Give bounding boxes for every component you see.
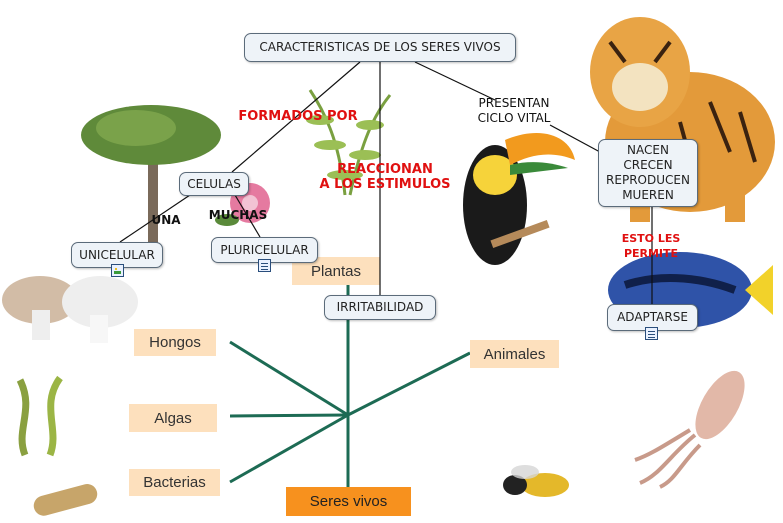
algae-illustration — [16, 375, 63, 457]
document-resource-icon[interactable] — [645, 327, 658, 340]
chip-hongos: Hongos — [134, 329, 216, 356]
pluricelular-node[interactable]: PLURICELULAR — [211, 237, 318, 263]
link-label-muchas: MUCHAS — [208, 208, 268, 222]
link-label-presentan: PRESENTAN CICLO VITAL — [477, 96, 551, 125]
link-label-una: UNA — [151, 213, 181, 227]
wasp-illustration — [503, 465, 569, 497]
ciclo-vital-node[interactable]: NACEN CRECEN REPRODUCEN MUEREN — [598, 139, 698, 207]
chip-bacterias: Bacterias — [129, 469, 220, 496]
toucan-illustration — [463, 132, 575, 265]
chip-animales: Animales — [470, 340, 559, 368]
bacteria-illustration — [33, 484, 98, 516]
irritabilidad-node[interactable]: IRRITABILIDAD — [324, 295, 436, 320]
document-resource-icon[interactable] — [258, 259, 271, 272]
adaptarse-node[interactable]: ADAPTARSE — [607, 304, 698, 331]
mushroom-illustration — [2, 276, 138, 343]
chip-algas: Algas — [129, 404, 217, 432]
tree-illustration — [81, 105, 221, 245]
link-label-reaccionan: REACCIONAN A LOS ESTIMULOS — [319, 162, 451, 192]
squid-illustration — [634, 370, 745, 489]
root-node[interactable]: CARACTERISTICAS DE LOS SERES VIVOS — [244, 33, 516, 62]
link-label-esto-les-permite: ESTO LES PERMITE — [621, 232, 681, 260]
link-label-formados-por: FORMADOS POR — [238, 109, 358, 124]
celulas-node[interactable]: CELULAS — [179, 172, 249, 196]
unicelular-node[interactable]: UNICELULAR — [71, 242, 163, 268]
chip-seres-vivos: Seres vivos — [286, 487, 411, 516]
image-resource-icon[interactable] — [111, 264, 124, 277]
